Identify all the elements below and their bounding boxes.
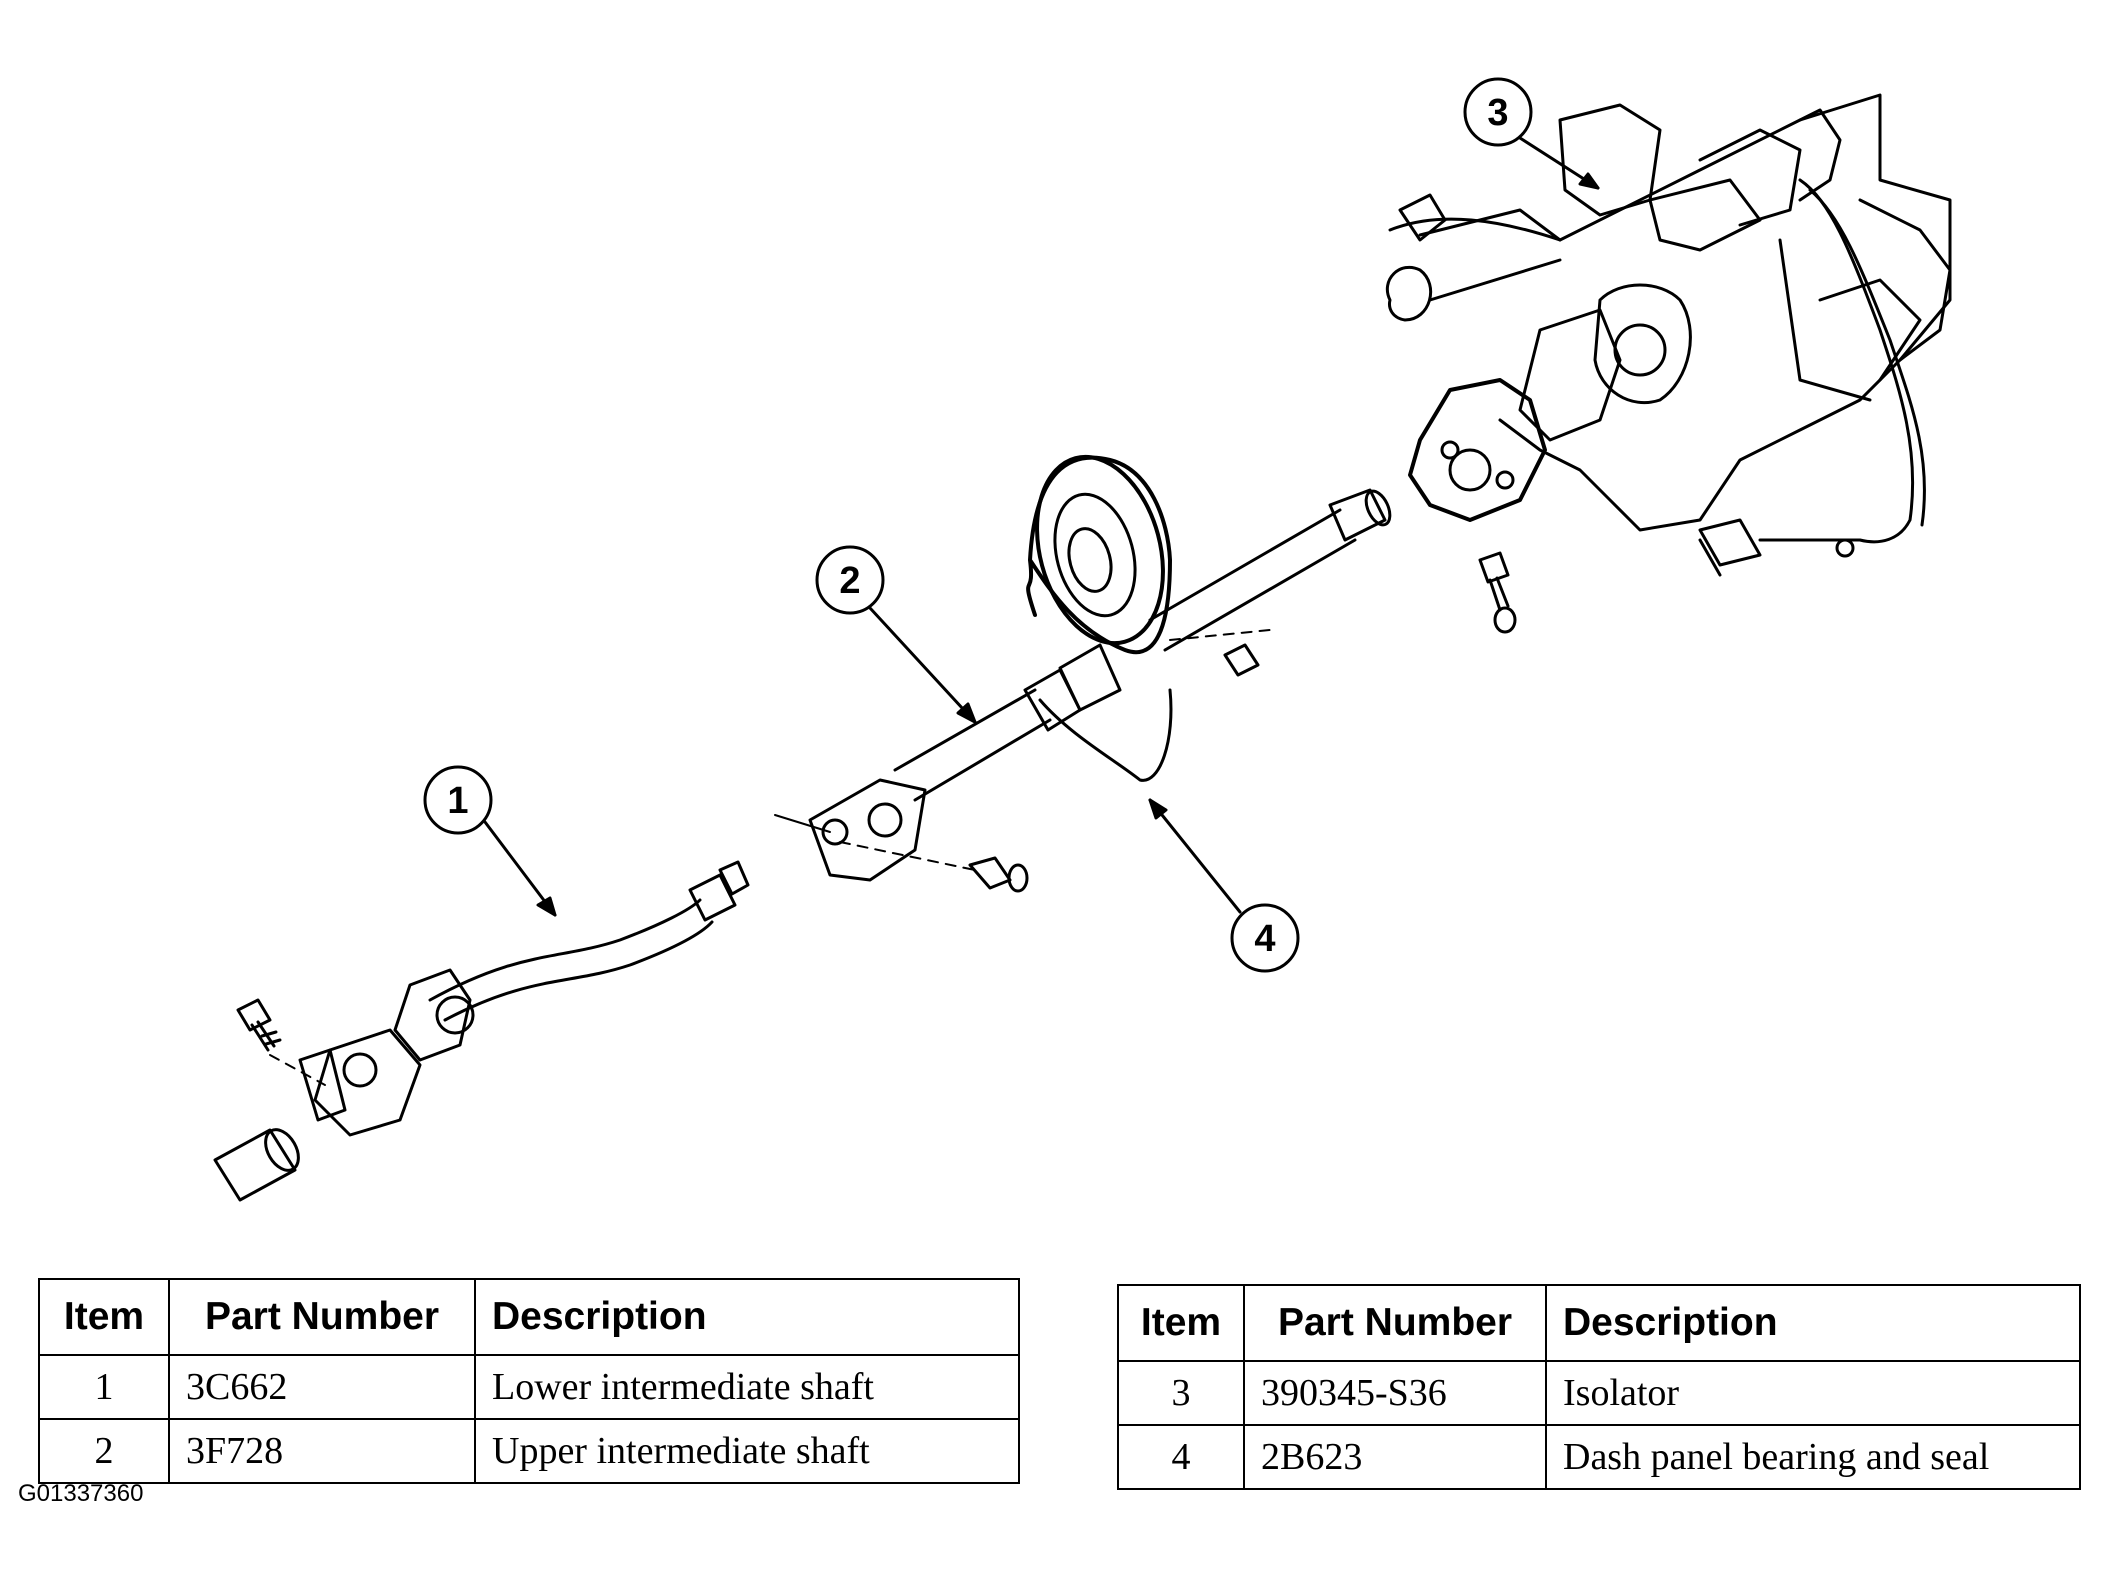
figure-id: G01337360 (18, 1480, 144, 1507)
cell-description: Lower intermediate shaft (474, 1354, 1020, 1420)
lower-intermediate-shaft (213, 860, 750, 1202)
header-part-number: Part Number (168, 1278, 476, 1356)
cell-description: Dash panel bearing and seal (1545, 1424, 2081, 1490)
header-description: Description (1545, 1284, 2081, 1362)
upper-intermediate-shaft (774, 488, 1392, 893)
callout-2: 2 (815, 545, 977, 724)
callout-1-label: 1 (447, 780, 468, 822)
cell-part-number: 3C662 (168, 1354, 476, 1420)
table-row: 4 2B623 Dash panel bearing and seal (1117, 1424, 2081, 1490)
parts-table-right: Item Part Number Description 3 390345-S3… (1117, 1284, 2081, 1490)
callout-4-label: 4 (1254, 918, 1275, 960)
cell-item: 3 (1117, 1360, 1245, 1426)
cell-description: Upper intermediate shaft (474, 1418, 1020, 1484)
table-header-row: Item Part Number Description (1117, 1284, 2081, 1362)
parts-table-left: Item Part Number Description 1 3C662 Low… (38, 1278, 1020, 1484)
header-item: Item (38, 1278, 170, 1356)
header-item: Item (1117, 1284, 1245, 1362)
callout-3-label: 3 (1487, 92, 1508, 134)
steering-shaft-exploded-diagram: 1 2 3 4 (213, 77, 1952, 1202)
callout-4: 4 (1148, 798, 1300, 973)
cell-item: 2 (38, 1418, 170, 1484)
header-description: Description (474, 1278, 1020, 1356)
cell-item: 1 (38, 1354, 170, 1420)
table-row: 2 3F728 Upper intermediate shaft (38, 1418, 1020, 1484)
cell-part-number: 2B623 (1243, 1424, 1547, 1490)
table-row: 1 3C662 Lower intermediate shaft (38, 1354, 1020, 1420)
table-header-row: Item Part Number Description (38, 1278, 1020, 1356)
callout-1: 1 (423, 765, 557, 917)
cell-part-number: 3F728 (168, 1418, 476, 1484)
steering-column-assembly (1385, 93, 1952, 634)
cell-item: 4 (1117, 1424, 1245, 1490)
cell-part-number: 390345-S36 (1243, 1360, 1547, 1426)
callout-3: 3 (1463, 77, 1600, 190)
header-part-number: Part Number (1243, 1284, 1547, 1362)
dash-panel-bearing-seal (1026, 454, 1173, 782)
cell-description: Isolator (1545, 1360, 2081, 1426)
callout-2-label: 2 (839, 560, 860, 602)
table-row: 3 390345-S36 Isolator (1117, 1360, 2081, 1426)
